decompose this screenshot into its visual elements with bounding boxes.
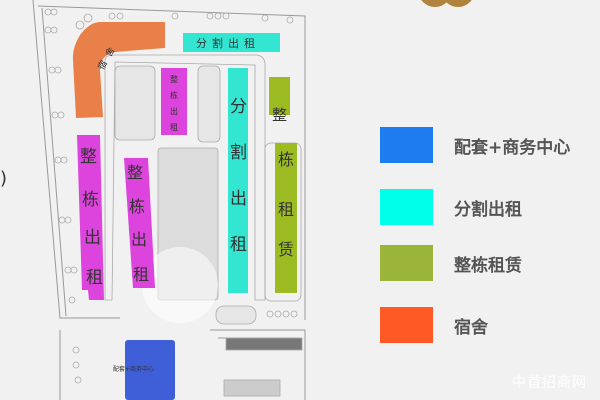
whole-lease-tall-char: 栋 [278, 150, 294, 169]
legend-swatch [380, 307, 433, 343]
site-boundary [32, 0, 306, 400]
whole-lease-small-label: 整 [272, 106, 287, 124]
whole-rent-mid-building [124, 158, 155, 288]
whole-rent-mid-char: 整 [127, 163, 143, 182]
split-rent-top-building [183, 33, 280, 52]
split-rent-tall-char: 分 [230, 97, 247, 117]
highlight-glow [142, 247, 218, 323]
legend: 配套+商务中心 分割出租 整栋租赁 宿舍 [380, 127, 570, 369]
trees [44, 8, 298, 384]
service-center-building [125, 340, 175, 400]
whole-rent-small-char: 栋 [170, 90, 178, 100]
whole-rent-mid-char: 租 [133, 265, 149, 284]
whole-rent-left-char: 栋 [82, 190, 99, 210]
edge-mark: ) [0, 168, 8, 189]
split-rent-tall-char: 租 [230, 235, 247, 255]
legend-item-dormitory: 宿舍 [380, 307, 570, 343]
split-rent-tall-char: 出 [230, 189, 247, 209]
split-rent-tall-building [228, 68, 248, 293]
split-rent-top-label: 分割出租 [196, 36, 260, 50]
whole-rent-left-building [77, 135, 104, 300]
whole-lease-small-building [269, 77, 290, 115]
dormitory-building [72, 22, 165, 118]
logo-icon [421, 0, 472, 7]
legend-label: 分割出租 [454, 199, 522, 220]
legend-label: 配套+商务中心 [454, 137, 571, 158]
legend-label: 整栋租赁 [454, 255, 522, 276]
whole-lease-tall-building [275, 143, 297, 293]
whole-lease-tall-char: 租 [278, 200, 294, 219]
whole-rent-left-char: 出 [84, 228, 101, 248]
whole-rent-small-char: 整 [170, 74, 178, 84]
legend-item-whole-lease: 整栋租赁 [380, 245, 570, 281]
whole-rent-small-char: 租 [170, 123, 178, 132]
legend-swatch [380, 245, 433, 281]
watermark: 中首招商网 [512, 375, 587, 391]
legend-item-service-center: 配套+商务中心 [380, 127, 570, 163]
whole-rent-mid-char: 出 [131, 230, 147, 249]
whole-rent-left-char: 租 [86, 268, 103, 288]
service-center-label: 配套+商务中心 [113, 365, 154, 373]
whole-lease-tall-char: 赁 [278, 240, 294, 259]
whole-rent-small-building [161, 68, 187, 135]
split-rent-tall-char: 割 [230, 143, 247, 163]
legend-label: 宿舍 [454, 317, 488, 338]
whole-rent-small-char: 出 [170, 106, 178, 116]
whole-rent-mid-char: 栋 [129, 197, 145, 216]
whole-rent-left-char: 整 [80, 147, 97, 167]
legend-item-split-rent: 分割出租 [380, 189, 570, 225]
legend-swatch [380, 127, 433, 163]
legend-swatch [380, 189, 433, 225]
